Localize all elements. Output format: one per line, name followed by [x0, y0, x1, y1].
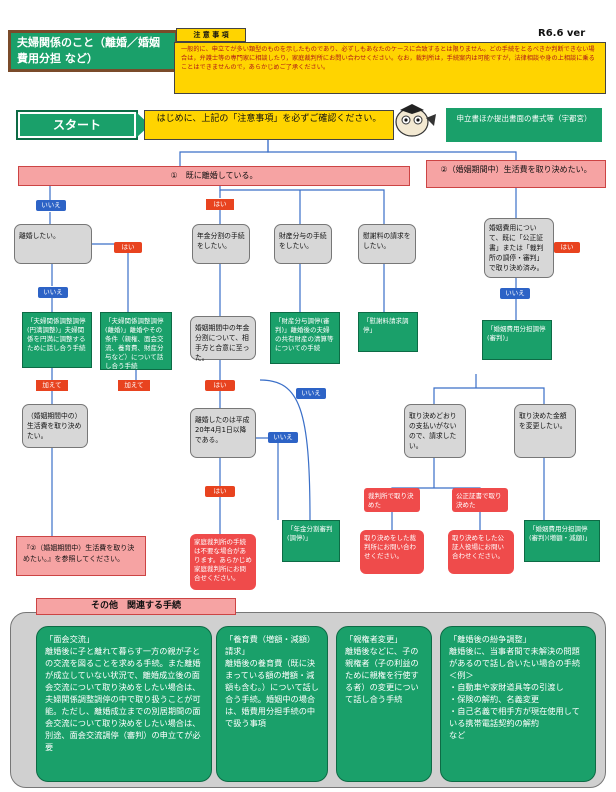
result-mediation-divorce[interactable]: 「夫婦関係調整調停(離婚)」離婚やその条件（親権、面会交流、養育費、財産分与など…: [100, 312, 172, 370]
result-ask-court: 取り決めをした裁判所にお問い合わせください。: [360, 530, 424, 574]
procedure-post-divorce[interactable]: 「離婚後の紛争調整」 離婚後に、当事者間で未解決の問題があるので話し合いたい場合…: [440, 626, 596, 782]
result-see-section-two: 『②（婚姻期間中）生活費を取り決めたい。』を参照してください。: [16, 536, 146, 576]
node-notary-decided: 公正証書で取り決めた: [452, 488, 508, 512]
result-ask-family-court: 家庭裁判所の手続は不要な場合があります。あらかじめ家庭裁判所にお問合せください。: [190, 534, 256, 590]
label-yes-5: はい: [205, 486, 235, 497]
version-label: R6.6 ver: [538, 28, 586, 39]
result-alimony-mediation[interactable]: 「慰謝料請求調停」: [358, 312, 418, 352]
result-property-mediation[interactable]: 「財産分与調停(審判)」離婚後の夫婦の共有財産の清算等についての手続: [270, 312, 340, 364]
label-no-3: いいえ: [500, 288, 530, 299]
page-title: 夫婦関係のこと（離婚／婚姻費用分担 など）: [8, 30, 178, 72]
label-yes-3: はい: [554, 242, 580, 253]
node-change-amount: 取り決めた金額を変更したい。: [514, 404, 576, 458]
node-living-cost-decide: （婚姻期間中の）生活費を取り決めたい。: [22, 404, 88, 448]
label-plus-2: 加えて: [118, 380, 150, 391]
result-mediation-general[interactable]: 「夫婦関係調整調停(円満調整)」夫婦関係を円満に調整するために話し合う手続: [22, 312, 92, 368]
node-pension-agreement: 婚姻期間中の年金分割について、相手方と合意に至った。: [190, 316, 256, 362]
label-no-1: いいえ: [36, 200, 66, 211]
procedure-child-support[interactable]: 「養育費（増額・減額）請求」 離婚後の養育費（既に決まっている額の増額・減額も含…: [216, 626, 328, 782]
result-living-cost-mediation[interactable]: 「婚姻費用分担調停(審判)」: [482, 320, 552, 360]
label-no-4: いいえ: [296, 388, 326, 399]
node-pension: 年金分割の手続をしたい。: [192, 224, 250, 264]
procedure-visitation[interactable]: 「面会交流」 離婚後に子と離れて暮らす一方の親が子との交流を図ることを求める手続…: [36, 626, 212, 782]
question-living-cost: ②（婚姻期間中）生活費を取り決めたい。: [426, 160, 606, 188]
label-yes-2: はい: [114, 242, 142, 253]
node-pay-status: 取り決めどおりの支払いがないので、請求したい。: [404, 404, 466, 458]
node-alimony: 慰謝料の請求をしたい。: [358, 224, 416, 264]
result-living-cost-change[interactable]: 「婚姻費用分担調停(審判)(増額・減額)」: [524, 520, 600, 562]
court-forms-link[interactable]: 申立書ほか提出書面の書式等（宇都宮）: [446, 108, 602, 142]
node-divorce-date: 離婚したのは平成20年4月1日以降である。: [190, 408, 256, 458]
related-procedures-title: その他 関連する手続: [36, 598, 236, 615]
result-ask-notary: 取り決めをした公証人役場にお問い合わせください。: [448, 530, 514, 574]
label-yes-4: はい: [205, 380, 235, 391]
question-already-divorced: ① 既に離婚している。: [18, 166, 410, 186]
result-pension-mediation[interactable]: 「年金分割審判(調停)」: [282, 520, 340, 562]
owl-mascot-icon: [390, 100, 438, 138]
node-property: 財産分与の手続をしたい。: [274, 224, 332, 264]
label-no-5: いいえ: [268, 432, 298, 443]
label-yes-1: はい: [206, 199, 234, 210]
start-button[interactable]: スタート: [16, 110, 138, 140]
label-no-2: いいえ: [38, 287, 68, 298]
node-divorce-want: 離婚したい。: [14, 224, 92, 264]
notice-body: 一般的に、申立てが多い類型のものを示したものであり、必ずしもあなたのケースに合致…: [174, 42, 606, 94]
procedure-custody-change[interactable]: 「親権者変更」 離婚後などに、子の親権者（子の利益のために親権を行使する者）の変…: [336, 626, 432, 782]
node-court-decided: 裁判所で取り決めた: [364, 488, 420, 512]
label-plus-1: 加えて: [36, 380, 68, 391]
node-living-cost-intro: 婚姻費用について、既に「公正証書」または「裁判所の調停・審判」で取り決め済み。: [484, 218, 554, 278]
notice-heading: 注 意 事 項: [176, 28, 246, 42]
confirm-notice-banner: はじめに、上記の「注意事項」を必ずご確認ください。: [144, 110, 394, 140]
